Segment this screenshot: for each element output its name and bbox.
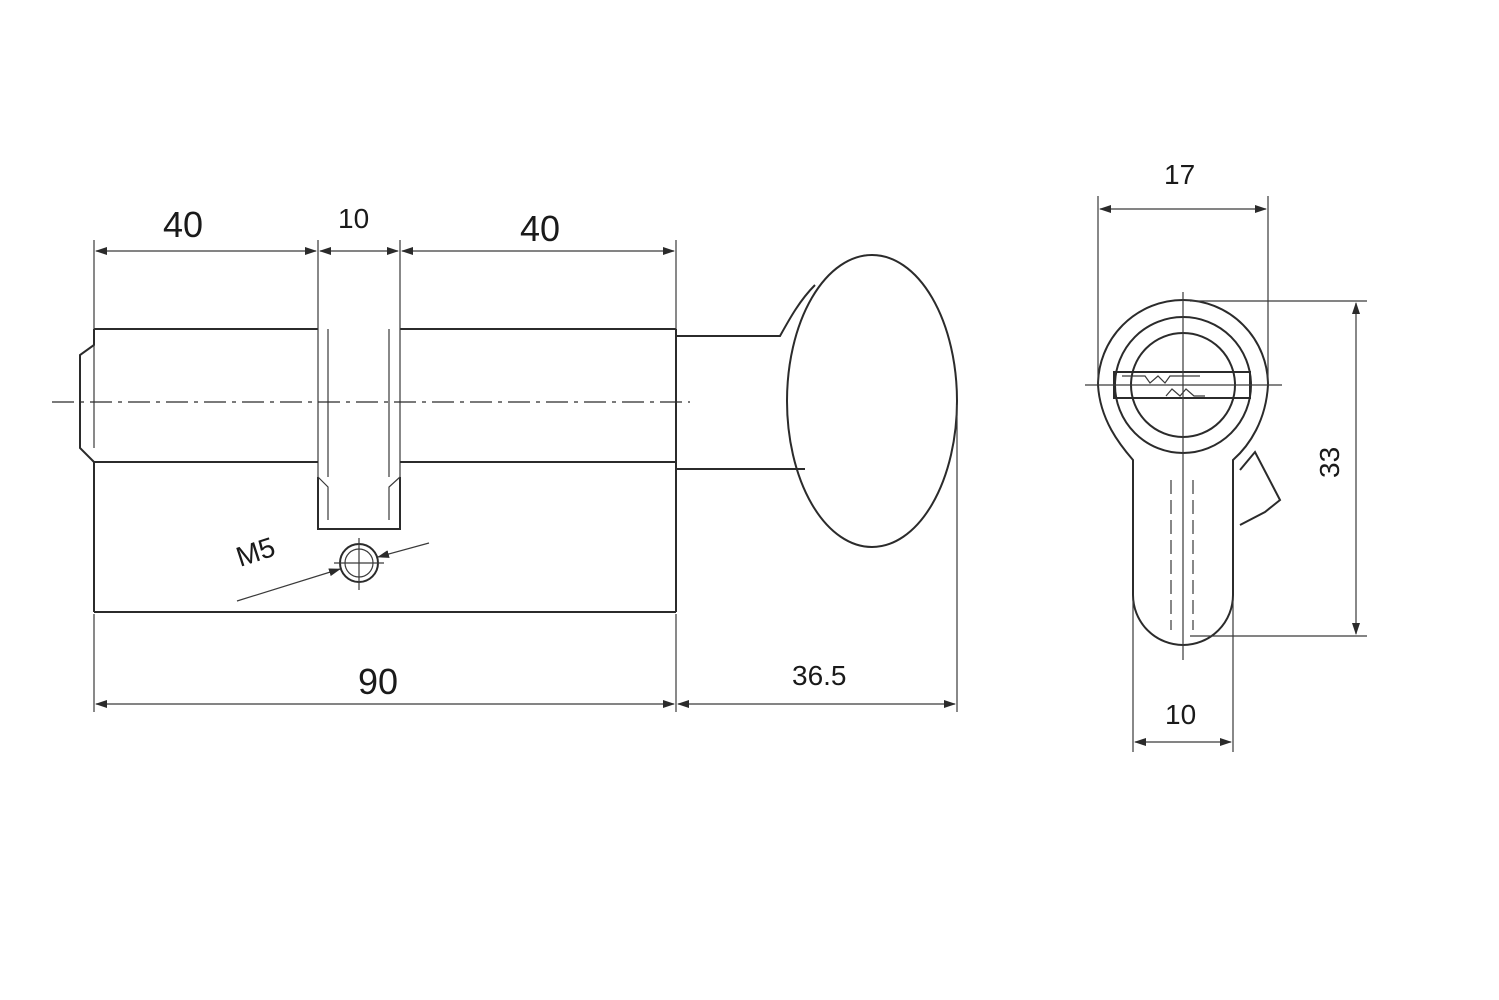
dim-knob-length: 36.5 [792, 660, 847, 691]
dim-cam-width: 10 [338, 203, 369, 234]
screw-thread-label: M5 [232, 531, 279, 573]
dim-bottom-width-group: 10 [1132, 600, 1234, 752]
turn-knob [675, 254, 958, 548]
side-view: M5 40 10 40 90 36.5 [52, 203, 958, 712]
dim-width: 17 [1164, 159, 1195, 190]
screw-hole: M5 [232, 531, 430, 602]
dim-bottom-width: 10 [1165, 699, 1196, 730]
cylinder-profile [1097, 299, 1282, 646]
end-view: 17 33 10 [1085, 159, 1367, 752]
top-dimensions: 40 10 40 [93, 203, 677, 329]
dim-total-length: 90 [358, 661, 398, 702]
dim-width-group: 17 [1097, 159, 1269, 385]
dim-height: 33 [1314, 447, 1345, 478]
cylinder-body [79, 328, 677, 613]
bottom-dimensions: 90 36.5 [93, 405, 958, 712]
cam-slot [317, 476, 401, 530]
dim-right-length: 40 [520, 208, 560, 249]
dim-height-group: 33 [1190, 300, 1367, 637]
dim-left-length: 40 [163, 204, 203, 245]
